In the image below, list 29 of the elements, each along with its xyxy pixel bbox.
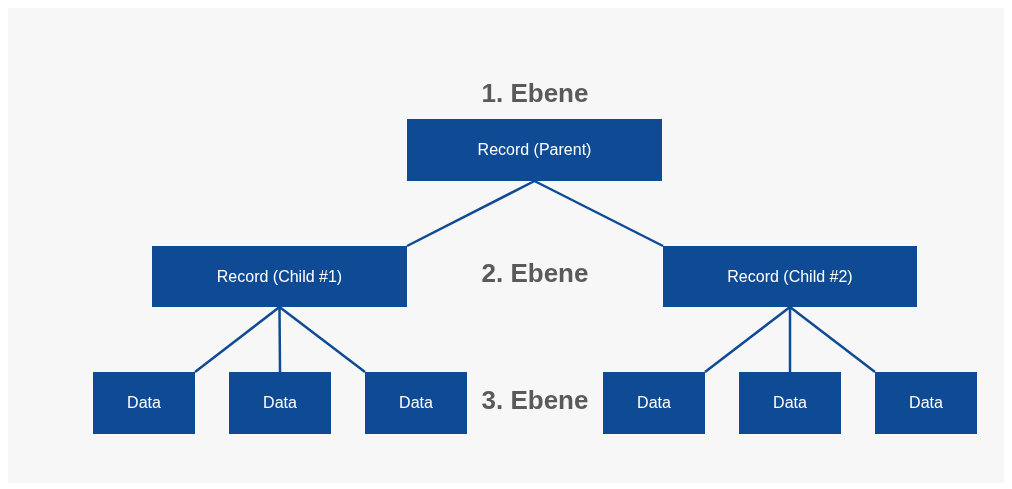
box-label: Record (Parent) [477, 141, 592, 159]
connector-line [194, 306, 281, 373]
box-label: Data [263, 394, 297, 412]
connector-line [789, 306, 876, 373]
record-box [93, 372, 195, 434]
connector-line [406, 179, 536, 248]
record-box [229, 372, 331, 434]
level-label: 3. Ebene [481, 384, 589, 416]
box-label: Data [127, 394, 161, 412]
level-label: 2. Ebene [481, 257, 589, 289]
connector-line [533, 179, 664, 248]
box-label: Data [909, 394, 943, 412]
record-box [739, 372, 841, 434]
record-box [663, 246, 917, 307]
box-label: Data [637, 394, 671, 412]
record-box [603, 372, 705, 434]
connector-line [278, 307, 282, 372]
connector-line [788, 307, 792, 372]
record-box [875, 372, 977, 434]
connector-line [704, 306, 791, 373]
record-box [365, 372, 467, 434]
box-label: Data [773, 394, 807, 412]
connector-line [278, 306, 366, 373]
level-label: 1. Ebene [481, 77, 589, 109]
box-label: Record (Child #2) [727, 267, 853, 286]
record-box [152, 246, 407, 307]
box-label: Record (Child #1) [216, 267, 343, 286]
box-label: Data [399, 394, 433, 412]
record-box [407, 119, 662, 181]
